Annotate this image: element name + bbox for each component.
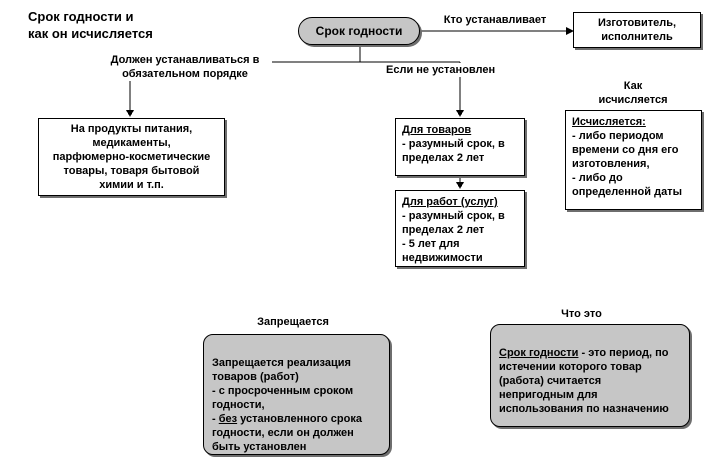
edge-label-if-not-set: Если не установлен [384,63,498,77]
box-goods-title: Для товаров [402,124,472,136]
edge-label-forbidden: Запрещается [236,315,350,329]
node-shelf-life-label: Срок годности [315,24,403,38]
page-title: Срок годности и как он исчисляется [28,9,153,41]
box-calculated-body: - либо периодом времени со дня его изгот… [572,130,682,198]
box-calculated: Исчисляется: - либо периодом времени со … [565,110,702,210]
box-manufacturer: Изготовитель, исполнитель [573,12,701,48]
box-forbidden-underlined: без [218,413,238,425]
edge-label-what: Что это [537,307,626,321]
arrowhead-right-icon [566,27,574,35]
edge-label-how-calculated: Как исчисляется [593,79,673,107]
box-goods: Для товаров - разумный срок, в пределах … [395,118,525,176]
box-forbidden-text-start: Запрещается реализация товаров (работ) -… [212,357,354,425]
box-products: На продукты питания, медикаменты, парфюм… [38,118,225,196]
box-forbidden: Запрещается реализация товаров (работ) -… [203,334,390,455]
box-works: Для работ (услуг) - разумный срок, в пре… [395,190,525,267]
box-calculated-title: Исчисляется: [572,116,646,128]
box-what-underlined: Срок годности [499,347,579,359]
edge-label-mandatory: Должен устанавливаться в обязательном по… [98,53,272,81]
arrowhead-down-icon [456,182,464,189]
box-what-text: - это период, по истечении которого това… [499,347,669,415]
box-goods-body: - разумный срок, в пределах 2 лет [402,138,505,164]
box-works-title: Для работ (услуг) [402,196,498,208]
box-works-body: - разумный срок, в пределах 2 лет - 5 ле… [402,210,505,264]
arrowhead-down-icon [126,110,134,117]
node-shelf-life: Срок годности [298,17,420,45]
box-what-it-is: Срок годности - это период, по истечении… [490,324,690,427]
arrowhead-down-icon [456,110,464,117]
box-forbidden-text-end: установленного срока годности, если он д… [212,413,362,453]
edge-label-who-sets: Кто устанавливает [423,13,567,27]
